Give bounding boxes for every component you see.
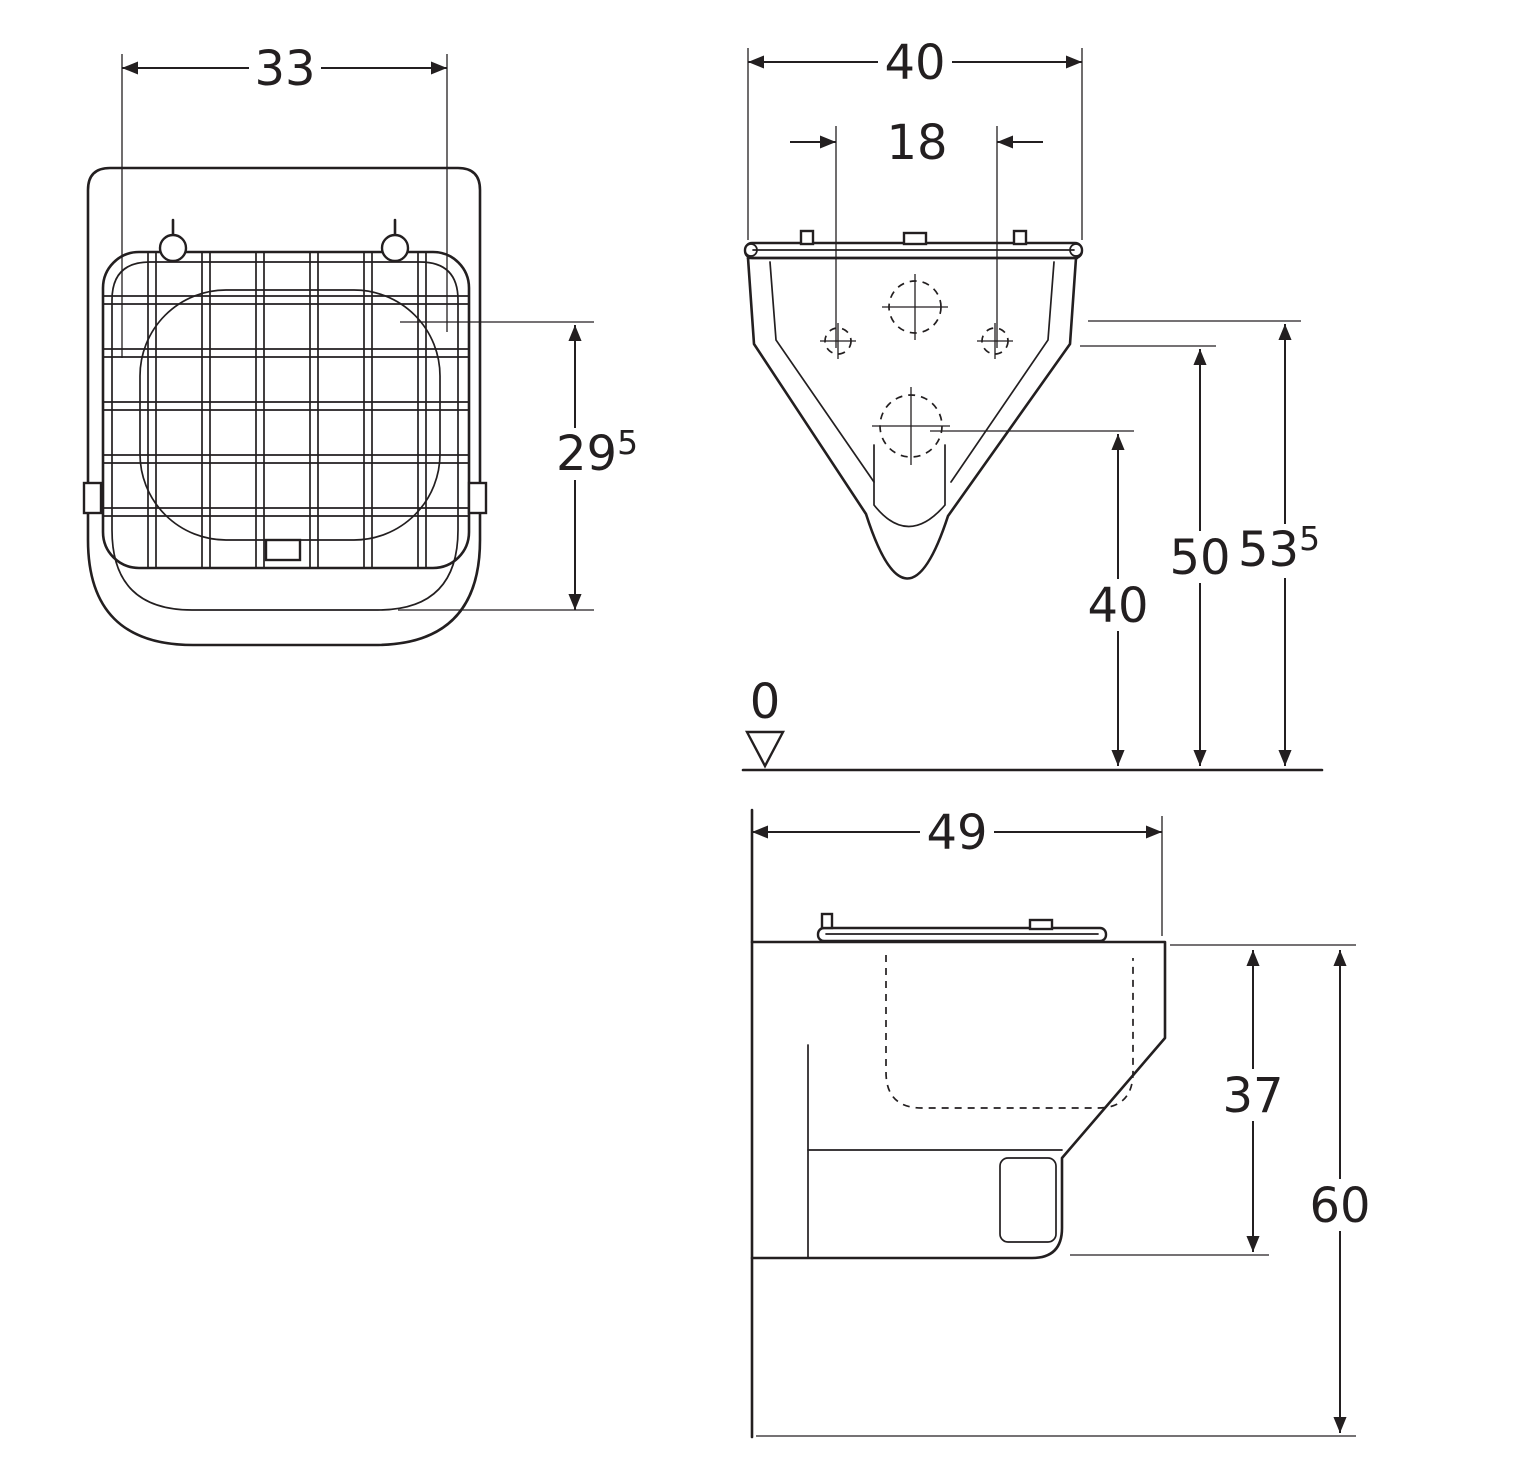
hinge-right bbox=[380, 233, 410, 263]
dim-label-50: 50 bbox=[1169, 530, 1230, 586]
halo-37 bbox=[1216, 1069, 1290, 1121]
halo-40-width bbox=[878, 36, 952, 88]
side-rim-pin bbox=[820, 912, 834, 930]
center-hole-upper-cross bbox=[882, 274, 948, 340]
top-view bbox=[82, 166, 488, 647]
dim-label-53-5: 535 bbox=[1238, 519, 1320, 578]
dim-label-29-5: 295 bbox=[556, 423, 638, 482]
front-drain-channel bbox=[873, 444, 946, 528]
ext-lines-side-view bbox=[756, 816, 1356, 1437]
dim-label-40-width: 40 bbox=[884, 35, 945, 91]
dim-label-60: 60 bbox=[1309, 1178, 1370, 1234]
clip-left bbox=[82, 481, 103, 515]
side-outlet-panel bbox=[999, 1157, 1057, 1243]
dim-label-40-height: 40 bbox=[1087, 578, 1148, 634]
side-rim-clip bbox=[1028, 918, 1054, 931]
front-rim-tab-left bbox=[799, 229, 815, 246]
halo-29-5 bbox=[548, 428, 652, 480]
clip-bottom bbox=[264, 538, 302, 562]
front-inner-right bbox=[950, 261, 1055, 483]
front-view bbox=[741, 229, 1324, 772]
hinge-stems bbox=[171, 218, 397, 238]
front-rim-end-right bbox=[1069, 243, 1083, 257]
front-rim-tab-center bbox=[902, 231, 928, 246]
front-rim-tab-right bbox=[1012, 229, 1028, 246]
drain-hole-cross bbox=[872, 387, 950, 465]
halo-60 bbox=[1303, 1179, 1377, 1231]
front-rim-end-left bbox=[744, 243, 758, 257]
side-body-outline bbox=[750, 940, 1167, 1260]
top-view-basin-rim bbox=[111, 261, 459, 611]
halo-49 bbox=[920, 806, 994, 858]
halo-53-5 bbox=[1230, 524, 1340, 578]
hinge-left bbox=[158, 233, 188, 263]
dim-label-33: 33 bbox=[254, 41, 315, 97]
clip-right bbox=[467, 481, 488, 515]
front-inner-left bbox=[769, 261, 875, 483]
halo-40-height bbox=[1081, 579, 1155, 631]
halo-33 bbox=[249, 42, 321, 94]
ext-lines-front-view bbox=[747, 48, 1301, 432]
top-view-inner-bowl bbox=[139, 289, 441, 541]
front-body-outline bbox=[746, 256, 1078, 580]
halo-50 bbox=[1163, 531, 1237, 583]
dim-label-49: 49 bbox=[926, 805, 987, 861]
bolt-hole-left-cross bbox=[820, 323, 856, 359]
dimensions: 33 295 40 18 40 50 535 0 49 37 60 bbox=[121, 35, 1377, 1437]
ext-lines-top-view bbox=[121, 54, 594, 611]
dim-label-18: 18 bbox=[886, 115, 947, 171]
datum-triangle bbox=[745, 730, 785, 769]
bolt-hole-right-cross bbox=[977, 323, 1013, 359]
side-view bbox=[750, 808, 1167, 1439]
datum-label-0: 0 bbox=[750, 674, 781, 730]
side-hidden-basin bbox=[885, 955, 1134, 1109]
dim-label-37: 37 bbox=[1222, 1068, 1283, 1124]
grate-horizontal-bars bbox=[103, 295, 469, 517]
top-view-outer-body bbox=[86, 166, 482, 647]
grate-frame bbox=[101, 250, 471, 570]
